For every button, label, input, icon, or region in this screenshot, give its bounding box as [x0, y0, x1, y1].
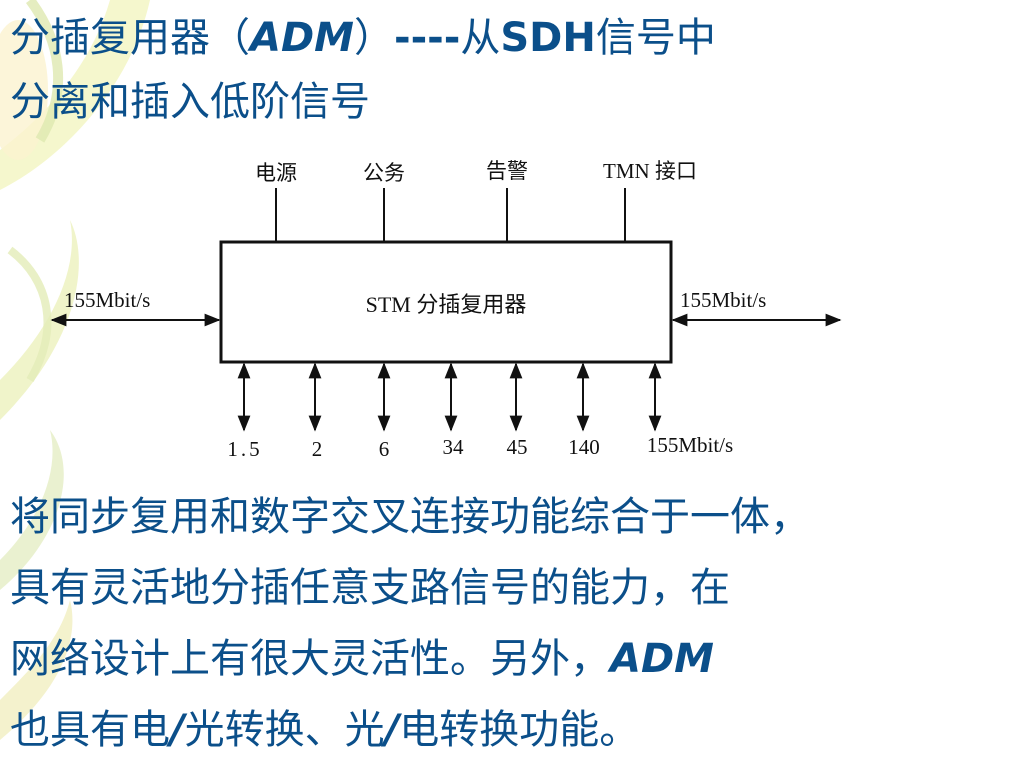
description-line-4-part-2: 光转换、光 — [184, 707, 385, 753]
description-text: 将同步复用和数字交叉连接功能综合于一体， 具有灵活地分插任意支路信号的能力，在 … — [10, 482, 1020, 766]
right-rate-label: 155Mbit/s — [680, 288, 766, 312]
tributary-rate-label: 140 — [568, 435, 600, 459]
description-line-4-part-1: 也具有电 — [10, 707, 170, 753]
title-prefix: 分插复用器（ — [10, 15, 250, 61]
title-dashes: ---- — [393, 15, 461, 61]
title-line1-end: 信号中 — [595, 15, 716, 61]
tributary-rate-label: 1.5 — [227, 437, 262, 461]
tributary-rate-label: 6 — [379, 437, 390, 461]
box-label: STM 分插复用器 — [366, 292, 527, 317]
tributary-rate-label: 34 — [443, 435, 465, 459]
title-sdh: SDH — [500, 15, 596, 61]
tributary-rate-label: 45 — [507, 435, 528, 459]
description-line-1: 将同步复用和数字交叉连接功能综合于一体， — [10, 494, 810, 540]
top-port-power: 电源 — [255, 161, 297, 185]
title-from: 从 — [460, 15, 501, 61]
description-slash-2: / — [384, 707, 400, 753]
slide-title: 分插复用器（ADM）----从SDH信号中分离和插入低阶信号 — [10, 6, 1010, 134]
description-slash-1: / — [170, 707, 185, 753]
left-rate-label: 155Mbit/s — [64, 288, 150, 312]
title-line2: 分离和插入低阶信号 — [10, 79, 370, 125]
tributary-rate-label: 2 — [312, 437, 323, 461]
top-port-tmn: TMN 接口 — [603, 159, 697, 183]
title-adm: ADM — [250, 15, 354, 61]
top-port-alarm: 告警 — [486, 159, 528, 183]
stm-adm-box — [219, 240, 673, 364]
description-adm: ADM — [610, 636, 714, 682]
description-line-3: 网络设计上有很大灵活性。另外，ADM — [10, 624, 1020, 695]
description-line-4-part-3: 电转换功能。 — [399, 707, 640, 753]
title-close-paren: ） — [353, 15, 394, 61]
tributary-rate-label: 155Mbit/s — [647, 433, 733, 457]
adm-block-diagram: STM 分插复用器 电源 公务 告警 TMN 接口 155Mbit/s 155M… — [50, 159, 842, 461]
description-line-3-text: 网络设计上有很大灵活性。另外， — [10, 636, 610, 682]
top-port-service: 公务 — [363, 161, 405, 185]
description-line-4: 也具有电/光转换、光/电转换功能。 — [10, 695, 1020, 766]
description-line-2: 具有灵活地分插任意支路信号的能力，在 — [10, 565, 730, 611]
